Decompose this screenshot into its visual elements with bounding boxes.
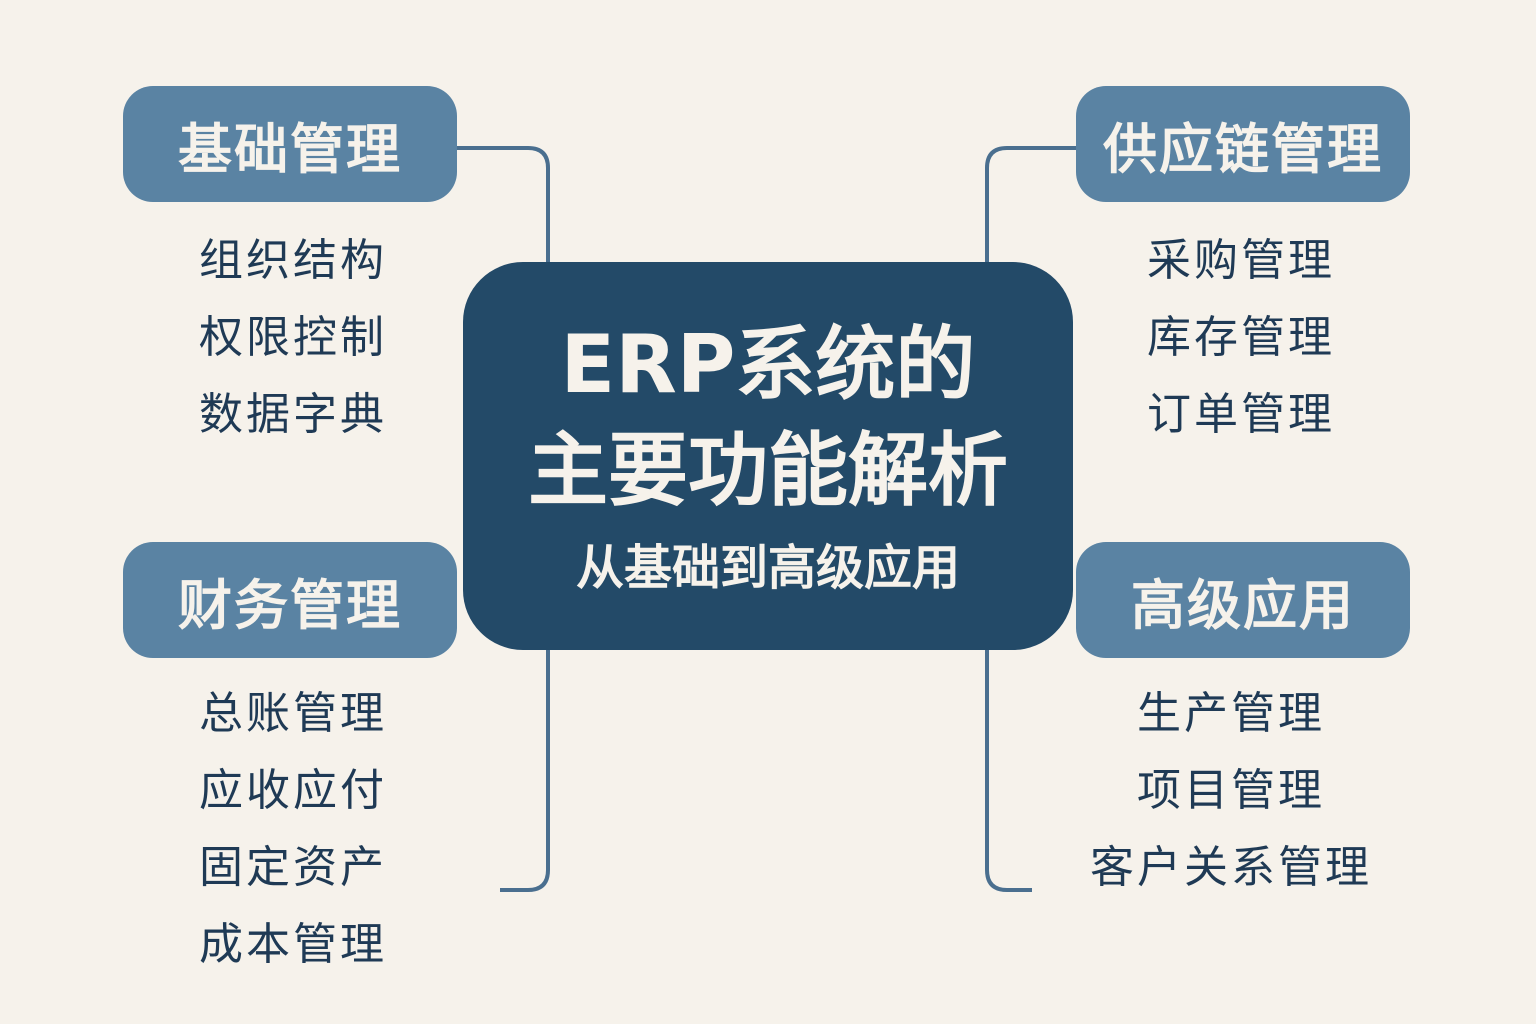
central-title-line-1: ERP系统的: [560, 318, 976, 411]
branch-advanced-items: 生产管理 项目管理 客户关系管理: [1064, 675, 1398, 906]
list-item: 采购管理: [1147, 235, 1335, 286]
list-item: 组织结构: [199, 235, 387, 286]
list-item: 成本管理: [199, 919, 387, 970]
list-item: 数据字典: [199, 389, 387, 440]
branch-finance: 财务管理: [123, 542, 457, 658]
branch-supply-chain-items: 采购管理 库存管理 订单管理: [1074, 222, 1408, 453]
list-item: 库存管理: [1147, 312, 1335, 363]
list-item: 项目管理: [1137, 765, 1325, 816]
central-topic: ERP系统的 主要功能解析 从基础到高级应用: [463, 262, 1073, 650]
connector-bottom-left: [500, 650, 550, 892]
central-title: ERP系统的 主要功能解析: [463, 312, 1073, 524]
central-title-line-2: 主要功能解析: [528, 424, 1008, 517]
branch-basic-management: 基础管理: [123, 86, 457, 202]
list-item: 客户关系管理: [1090, 842, 1372, 893]
list-item: 订单管理: [1147, 389, 1335, 440]
branch-basic-management-items: 组织结构 权限控制 数据字典: [126, 222, 460, 453]
branch-advanced: 高级应用: [1076, 542, 1410, 658]
list-item: 生产管理: [1137, 688, 1325, 739]
connector-top-right: [985, 146, 1076, 262]
central-subtitle: 从基础到高级应用: [575, 540, 960, 596]
connector-bottom-right: [985, 650, 1032, 892]
branch-supply-chain: 供应链管理: [1076, 86, 1410, 202]
list-item: 权限控制: [199, 312, 387, 363]
connector-top-left: [457, 146, 550, 262]
list-item: 应收应付: [199, 765, 387, 816]
branch-finance-items: 总账管理 应收应付 固定资产 成本管理: [126, 675, 460, 983]
list-item: 固定资产: [199, 842, 387, 893]
list-item: 总账管理: [199, 688, 387, 739]
